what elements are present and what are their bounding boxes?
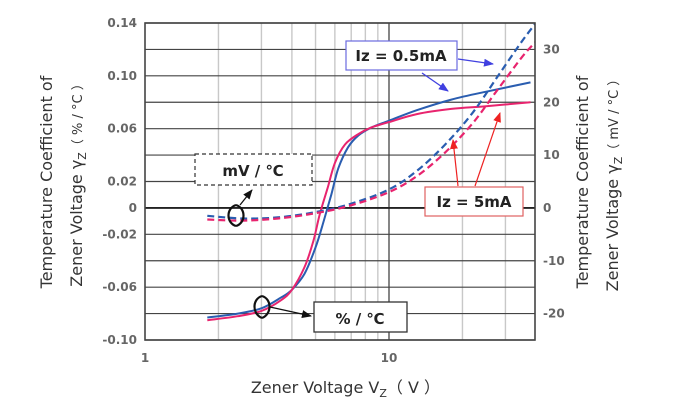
svg-text:Zener Voltage γZ（ % / °C ）: Zener Voltage γZ（ % / °C ）: [67, 77, 89, 286]
left-tick-label: 0: [129, 201, 137, 215]
annotation-iz-5ma: Iz = 5mA: [424, 112, 524, 217]
annotation-pct-unit: % / ℃: [253, 294, 408, 333]
right-tick-label: -10: [543, 254, 565, 268]
right-tick-label: -20: [543, 307, 565, 321]
series-line: Iz = 5mA (mV/°C): [207, 40, 535, 222]
curve-group-bracket-icon: [227, 203, 237, 228]
series-line: Iz = 0.5mA (mV/°C): [207, 23, 535, 220]
series-line: Iz = 0.5mA (%/°C): [207, 81, 531, 319]
right-axis-title: Temperature Coefficient of Zener Voltage…: [573, 73, 625, 292]
arrow-icon: [239, 189, 253, 206]
left-tick-label: 0.14: [107, 16, 137, 30]
left-tick-label: -0.10: [102, 333, 137, 347]
arrow-icon: [421, 72, 449, 92]
curve-group-bracket-icon: [253, 294, 263, 320]
svg-text:Zener Voltage γZ（ mV / °C ）: Zener Voltage γZ（ mV / °C ）: [603, 73, 625, 292]
right-tick-label: 20: [543, 95, 560, 109]
arrow-icon: [457, 58, 494, 67]
curves: Iz = 0.5mA (%/°C)Iz = 5mA (%/°C)Iz = 0.5…: [207, 23, 535, 322]
left-tick-label: 0.02: [107, 175, 137, 189]
left-axis-ticks: 0.14 0.10 0.06 0.02 0 -0.02 -0.06 -0.10: [102, 16, 137, 347]
arrow-icon: [474, 112, 501, 187]
arrow-icon: [269, 306, 312, 318]
svg-text:% / ℃: % / ℃: [335, 310, 384, 328]
left-axis-title: Temperature Coefficient of Zener Voltage…: [37, 75, 89, 289]
plot-frame: [144, 22, 536, 341]
arrow-icon: [449, 139, 459, 187]
svg-text:mV / ℃: mV / ℃: [222, 162, 283, 180]
svg-text:Iz = 0.5mA: Iz = 0.5mA: [355, 47, 447, 65]
svg-text:Temperature Coefficient of: Temperature Coefficient of: [573, 75, 592, 289]
svg-text:Temperature Coefficient of: Temperature Coefficient of: [37, 75, 56, 289]
right-tick-label: 30: [543, 42, 560, 56]
left-tick-label: 0.06: [107, 122, 137, 136]
left-tick-label: -0.06: [102, 280, 137, 294]
annotation-iz-0-5ma: Iz = 0.5mA: [345, 40, 494, 92]
left-tick-label: -0.02: [102, 227, 137, 241]
right-tick-label: 0: [543, 201, 551, 215]
series-line: Iz = 5mA (%/°C): [207, 101, 531, 322]
right-axis-ticks: 30 20 10 0 -10 -20: [543, 42, 565, 320]
x-tick-label: 1: [141, 351, 149, 365]
x-axis-title: Zener Voltage VZ（ V ）: [251, 378, 440, 400]
left-tick-label: 0.10: [107, 69, 137, 83]
right-tick-label: 10: [543, 148, 560, 162]
x-axis-ticks: 1 10: [141, 351, 398, 365]
svg-text:Iz = 5mA: Iz = 5mA: [437, 193, 512, 211]
annotation-mv-unit: mV / ℃: [194, 153, 313, 228]
x-tick-label: 10: [381, 351, 398, 365]
